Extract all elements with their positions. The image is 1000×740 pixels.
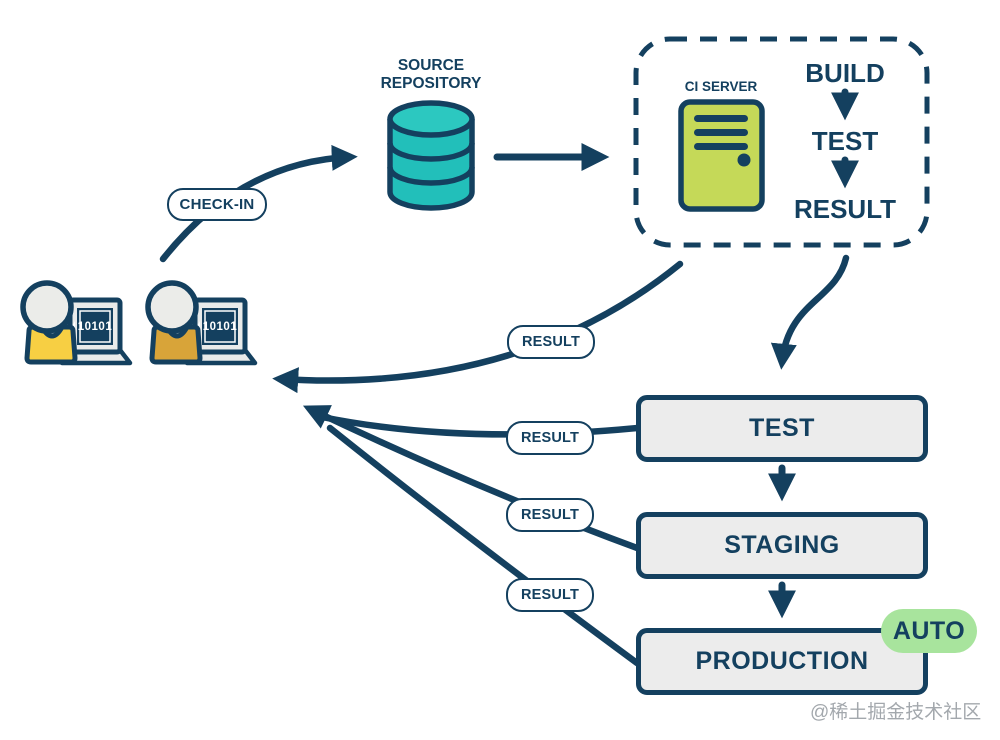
- source-repository-label: SOURCE REPOSITORY: [366, 57, 496, 93]
- developer-icon: [20, 280, 133, 366]
- stage-box-test: TEST: [636, 395, 928, 462]
- server-icon: [678, 99, 765, 212]
- developer-head: [145, 280, 199, 334]
- auto-badge: AUTO: [881, 609, 977, 653]
- ci-to-test-arrow: [770, 254, 850, 370]
- developer-head: [20, 280, 74, 334]
- developer-icon: [145, 280, 258, 366]
- production-result-line: [326, 424, 641, 667]
- build-step-label: BUILD: [805, 58, 885, 88]
- laptop-screen-text: 10101: [202, 321, 238, 333]
- stage-box-production: PRODUCTION: [636, 628, 928, 695]
- laptop-screen-text: 10101: [77, 321, 113, 333]
- watermark: @稀土掘金技术社区: [810, 702, 982, 723]
- database-icon: [387, 100, 475, 211]
- check-in-pill: CHECK-IN: [167, 188, 267, 221]
- staging-result-arrow: [302, 405, 641, 552]
- result-pill: RESULT: [506, 578, 594, 612]
- source-repository-line1: SOURCE: [397, 57, 465, 74]
- result-pill: RESULT: [507, 325, 595, 359]
- result-step-label: RESULT: [793, 194, 897, 224]
- ci-server-label: CI SERVER: [684, 79, 758, 94]
- result-pill: RESULT: [506, 421, 594, 455]
- ci-dashed-box: [633, 36, 930, 248]
- check-in-arrow: [159, 144, 358, 263]
- result-pill: RESULT: [506, 498, 594, 532]
- source-repository-line2: REPOSITORY: [380, 75, 482, 92]
- stage-box-staging: STAGING: [636, 512, 928, 579]
- ci-result-arrow: [272, 260, 684, 394]
- test-step-label: TEST: [811, 126, 879, 156]
